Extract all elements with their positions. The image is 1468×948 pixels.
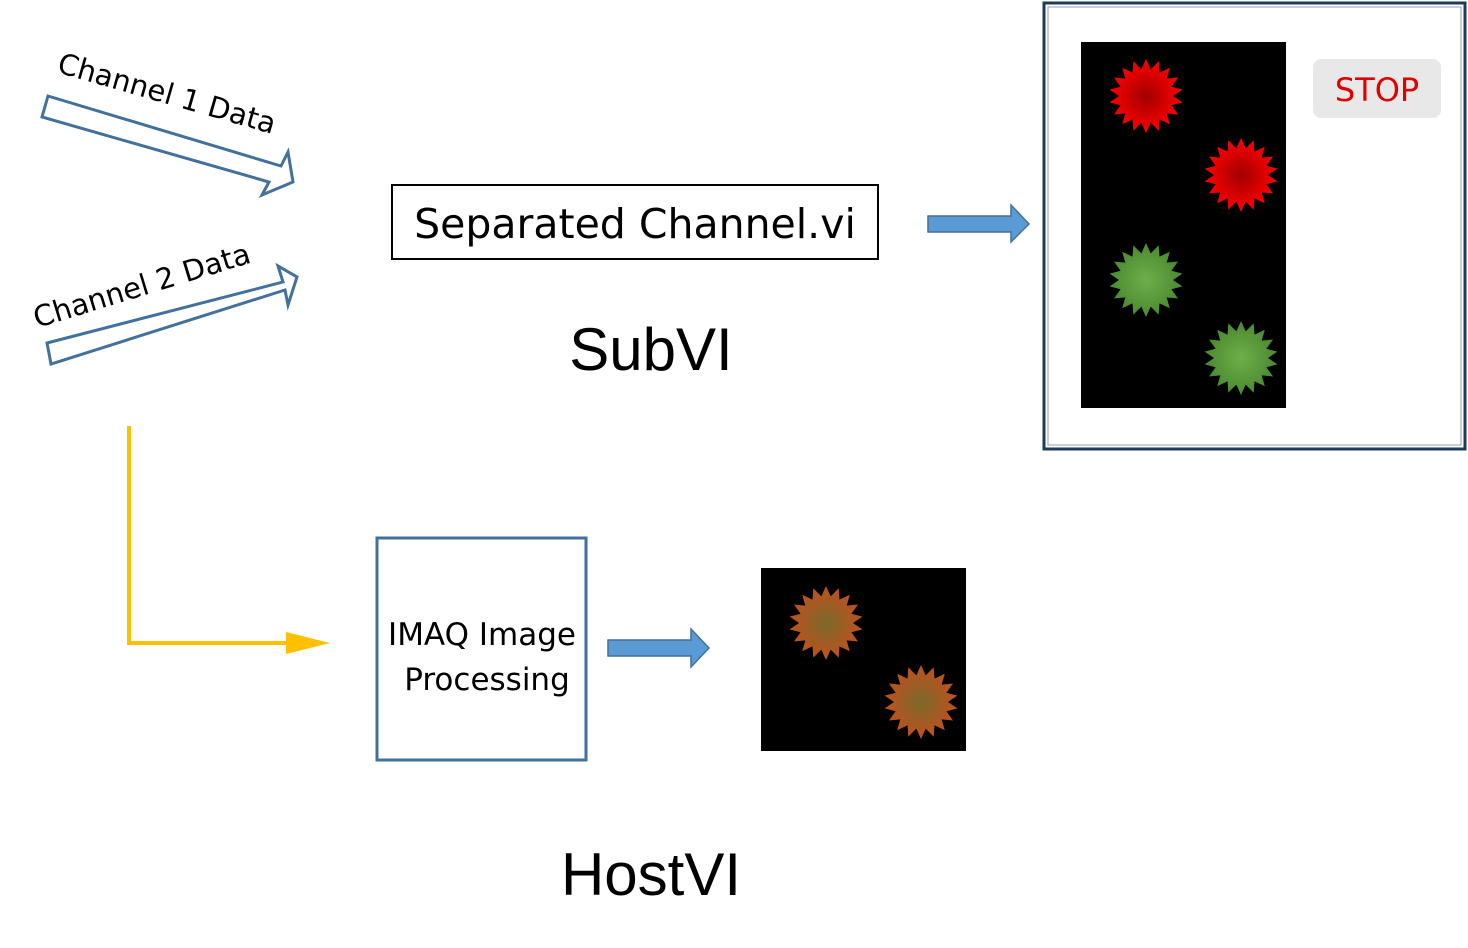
hostvi-wire xyxy=(127,426,330,654)
subvi-red-marker-2 xyxy=(1204,138,1278,212)
imaq-label-line1: IMAQ Image xyxy=(388,617,576,653)
hostvi-brown-marker-1 xyxy=(789,586,863,660)
subvi-red-marker-1 xyxy=(1109,59,1183,133)
stop-button[interactable]: STOP xyxy=(1313,59,1441,118)
subvi-green-marker-4 xyxy=(1204,321,1278,395)
channel2-arrow xyxy=(45,262,299,366)
imaq-label-line2: Processing xyxy=(404,662,570,698)
channel1-arrow xyxy=(40,94,295,199)
hostvi-label: HostVI xyxy=(561,841,741,908)
subvi-green-marker-3 xyxy=(1109,243,1183,317)
stop-button-label: STOP xyxy=(1335,71,1419,109)
separated-channel-block xyxy=(391,184,879,260)
separated-channel-label: Separated Channel.vi xyxy=(414,200,856,248)
hostvi-brown-marker-2 xyxy=(884,665,958,739)
flow-arrow-hostvi xyxy=(607,627,711,669)
flow-arrow-subvi xyxy=(927,203,1031,244)
subvi-label: SubVI xyxy=(569,316,732,383)
subvi-front-panel-inner xyxy=(1047,6,1462,446)
imaq-processing-block xyxy=(375,536,588,762)
